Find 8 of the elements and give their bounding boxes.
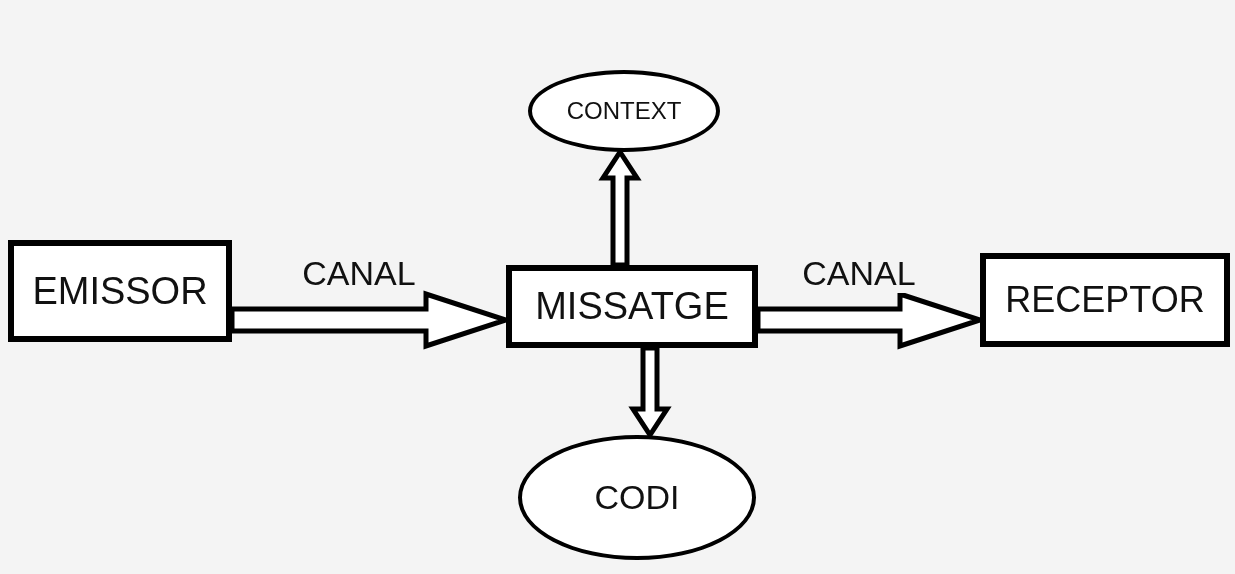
- process-box: [980, 253, 1230, 347]
- node-label: EMISSOR: [32, 269, 208, 313]
- node-label: CODI: [594, 478, 680, 517]
- process-box: [8, 240, 232, 342]
- node-label: MISSATGE: [535, 285, 729, 328]
- node-label: CONTEXT: [566, 97, 682, 125]
- node-label: RECEPTOR: [1005, 279, 1205, 321]
- process-box: [506, 265, 758, 348]
